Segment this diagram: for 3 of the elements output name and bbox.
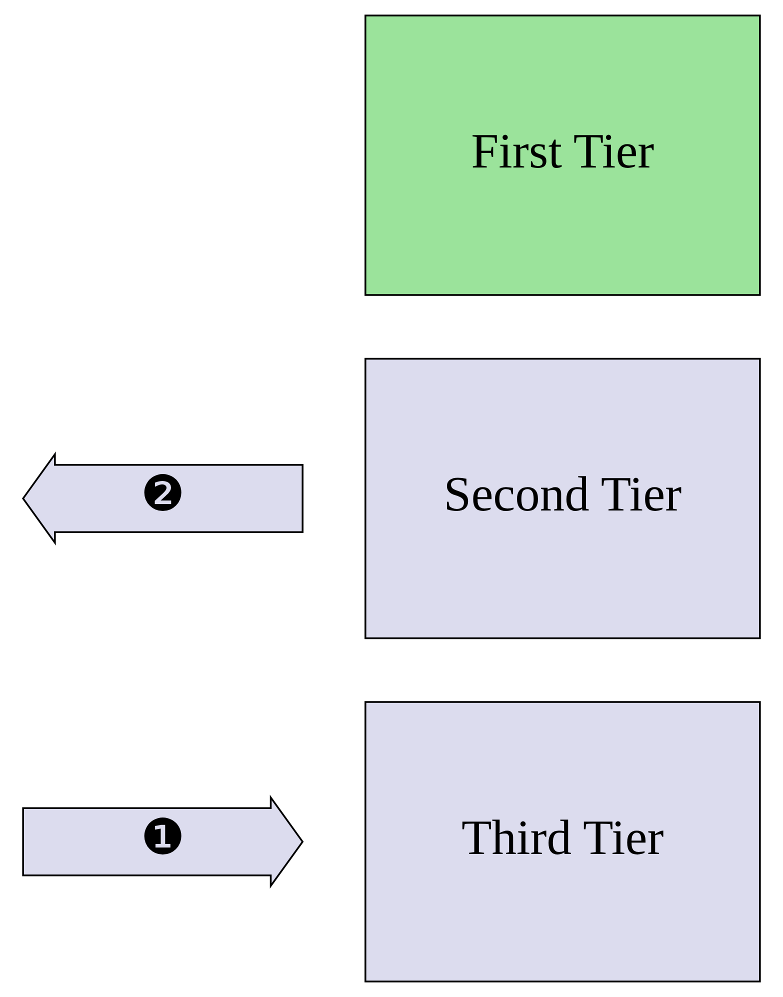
node-box: Second Tier: [364, 358, 761, 640]
node-box: Third Tier: [364, 701, 761, 982]
node-box: First Tier: [364, 14, 761, 296]
